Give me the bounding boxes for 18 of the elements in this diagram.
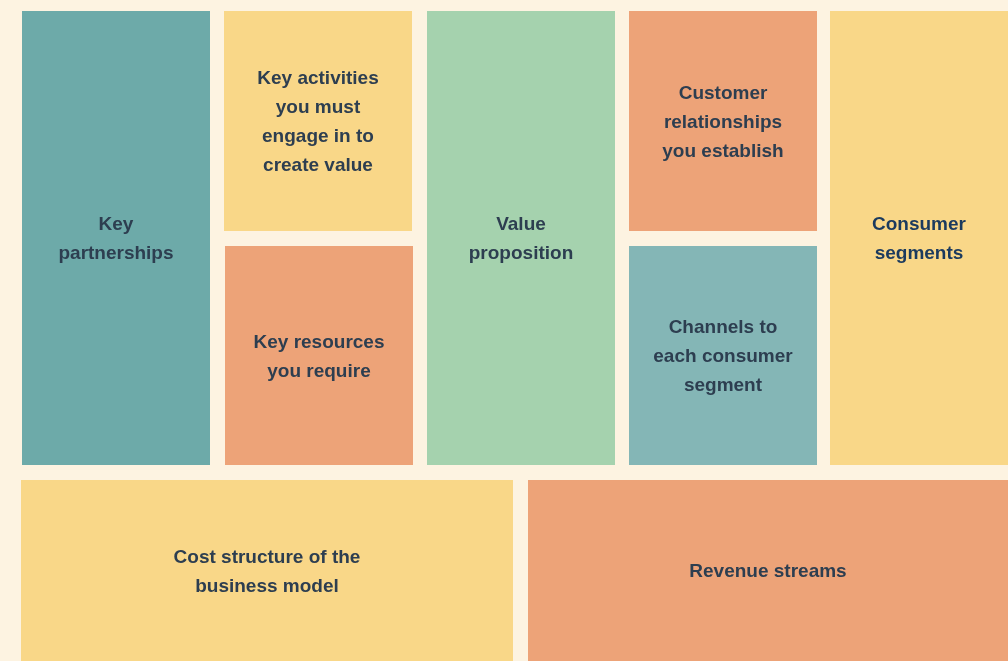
canvas-block	[427, 11, 615, 465]
canvas-block	[629, 246, 817, 465]
block-label: Consumer segments	[871, 212, 967, 265]
block-label: Value proposition	[467, 212, 575, 265]
canvas-block	[225, 246, 413, 465]
canvas-block	[22, 11, 210, 465]
canvas-block	[528, 480, 1008, 661]
block-label: Key resources you require	[252, 329, 386, 383]
canvas-block	[21, 480, 513, 661]
block-label: Revenue streams	[689, 559, 847, 583]
canvas-block	[629, 11, 817, 231]
block-label: Key activities you must engage in to create value	[256, 66, 380, 177]
canvas-block	[830, 11, 1008, 465]
block-label: Cost structure of the business model	[172, 544, 362, 598]
canvas-block	[224, 11, 412, 231]
block-label: Key partnerships	[57, 212, 175, 265]
block-label: Channels to each consumer segment	[652, 315, 794, 397]
block-label: Customer relationships you establish	[661, 80, 785, 163]
